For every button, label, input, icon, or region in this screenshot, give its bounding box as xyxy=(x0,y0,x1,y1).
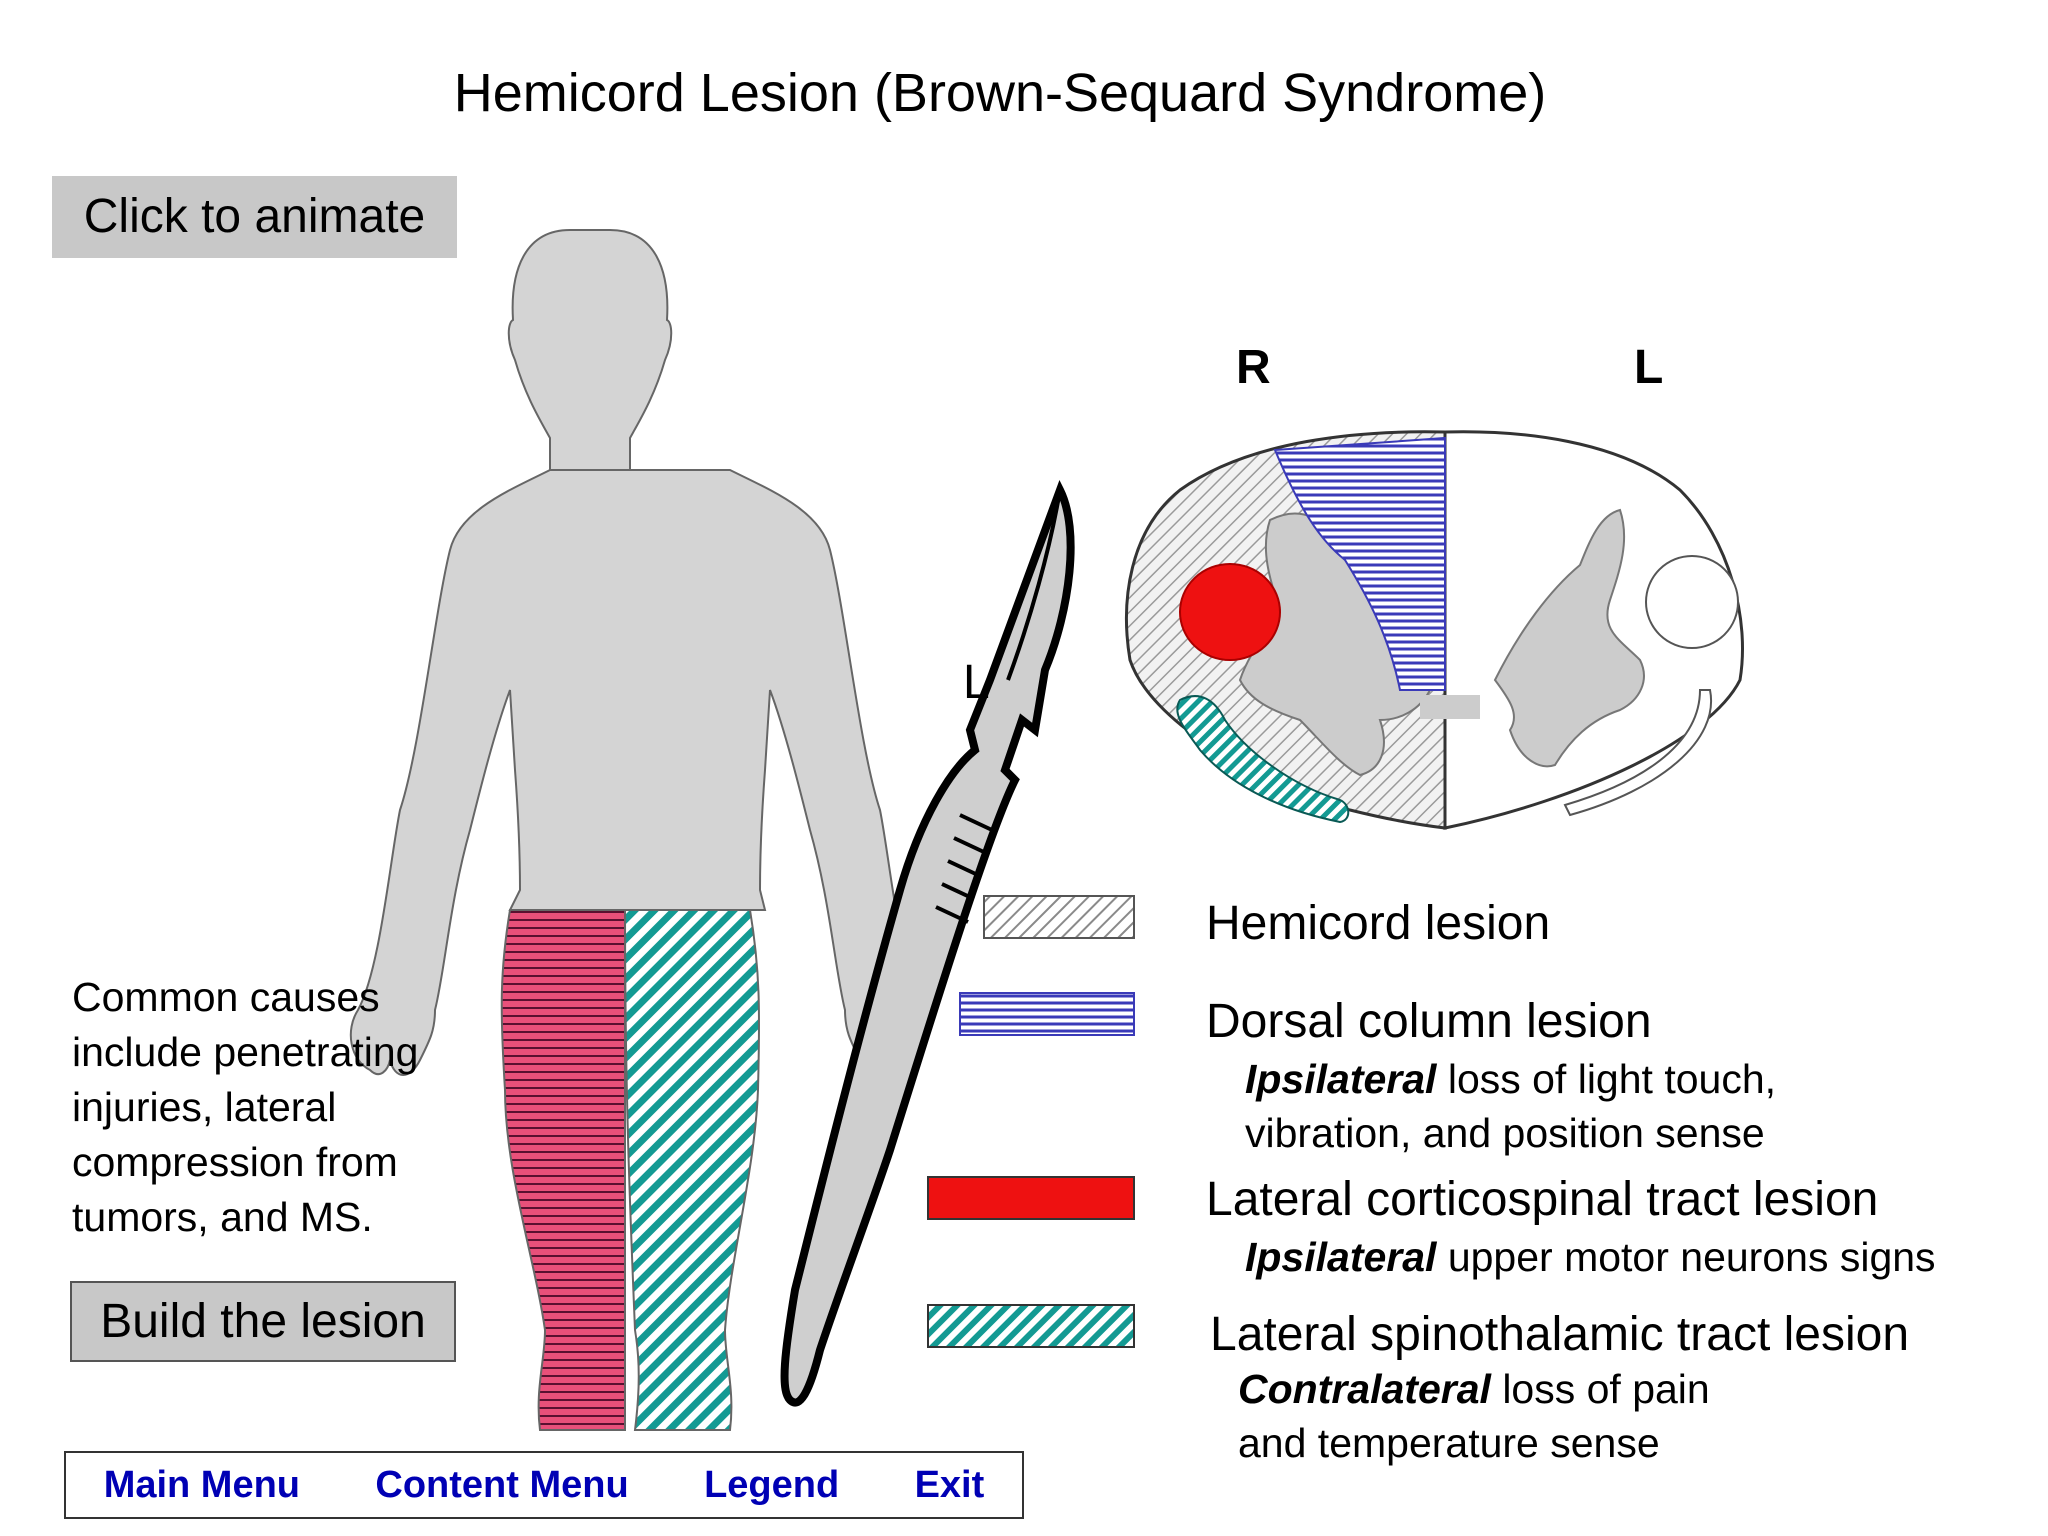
body-figure xyxy=(349,229,920,1431)
animate-button[interactable]: Click to animate xyxy=(52,176,457,258)
cord-left-label: L xyxy=(1634,341,1664,394)
dorsal-column-lesion xyxy=(1273,436,1446,691)
page-title: Hemicord Lesion (Brown-Sequard Syndrome) xyxy=(453,63,1547,123)
content-menu-link[interactable]: Content Menu xyxy=(375,1463,629,1506)
legend-corticospinal-desc: Ipsilateral upper motor neurons signs xyxy=(1245,1234,1936,1280)
bottom-menu: Main Menu Content Menu Legend Exit xyxy=(64,1451,1024,1519)
corticospinal-swatch xyxy=(927,1176,1135,1220)
right-leg xyxy=(500,909,626,1431)
spinothalamic-swatch xyxy=(927,1304,1135,1348)
legend-dorsal-column-desc: Ipsilateral loss of light touch, xyxy=(1245,1056,1777,1102)
legend-corticospinal-title: Lateral corticospinal tract lesion xyxy=(1206,1173,1879,1226)
dorsal-column-swatch xyxy=(959,992,1135,1036)
body-silhouette xyxy=(349,229,920,1076)
legend-swatches xyxy=(927,895,1135,1348)
left-leg xyxy=(623,909,761,1431)
spinal-cord-diagram xyxy=(1125,430,1744,830)
legend-hemicord-title: Hemicord lesion xyxy=(1206,897,1551,950)
corticospinal-lesion xyxy=(1179,563,1281,661)
legend-spinothalamic-desc2: and temperature sense xyxy=(1238,1420,1660,1466)
stray-label: L xyxy=(963,656,990,709)
hemicord-swatch xyxy=(983,895,1135,939)
spinothalamic-lesion xyxy=(1176,695,1350,824)
cord-right-label: R xyxy=(1236,341,1271,394)
causes-text: Common causes include penetrating injuri… xyxy=(72,974,419,1240)
exit-link[interactable]: Exit xyxy=(914,1463,985,1506)
scalpel-icon xyxy=(780,479,1075,1407)
main-menu-link[interactable]: Main Menu xyxy=(103,1463,301,1506)
legend-spinothalamic-desc: Contralateral loss of pain xyxy=(1238,1366,1710,1412)
legend-dorsal-column-title: Dorsal column lesion xyxy=(1206,995,1652,1048)
gray-matter-left xyxy=(1493,508,1645,768)
build-lesion-button[interactable]: Build the lesion xyxy=(70,1281,456,1362)
legend-link[interactable]: Legend xyxy=(704,1463,840,1506)
legend-dorsal-column-desc2: vibration, and position sense xyxy=(1245,1110,1765,1156)
legend-spinothalamic-title: Lateral spinothalamic tract lesion xyxy=(1210,1308,1910,1361)
